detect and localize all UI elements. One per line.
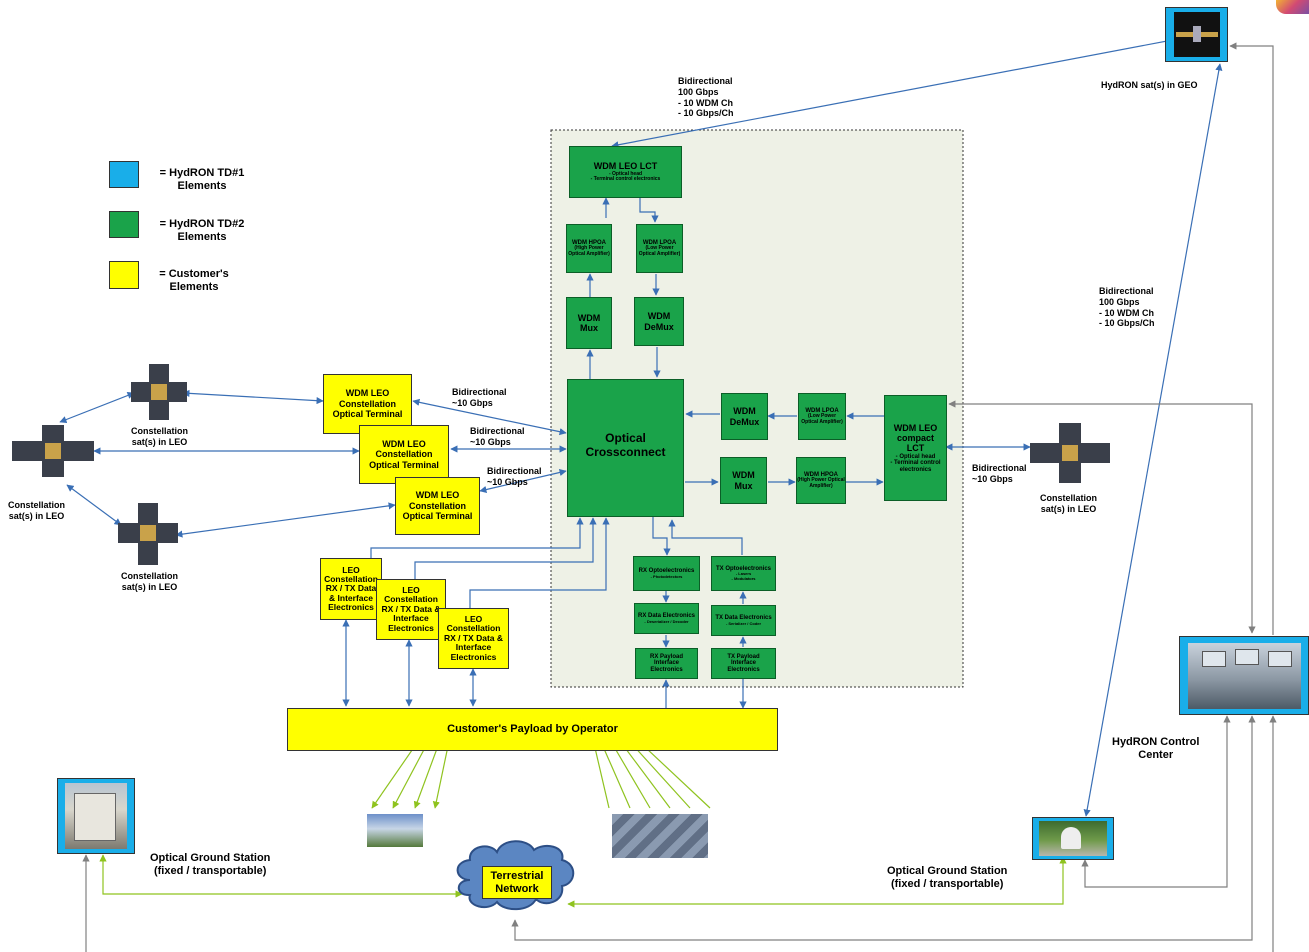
- ground-link-label: Bidirectional 100 Gbps - 10 WDM Ch - 10 …: [1099, 286, 1155, 329]
- geo-satellite-icon: [1165, 7, 1228, 62]
- leo-satellite-bottom-icon: [118, 503, 178, 565]
- constellation-label-left: Constellation sat(s) in LEO: [8, 500, 66, 521]
- wdm-leo-compact-lct: WDM LEO compact LCT - Optical head - Ter…: [884, 395, 947, 501]
- constellation-label-bottom: Constellation sat(s) in LEO: [121, 571, 179, 592]
- optical-crossconnect: Optical Crossconnect: [567, 379, 684, 517]
- control-center-image: [1179, 636, 1309, 715]
- rx-payload-interface: RX Payload Interface Electronics: [635, 648, 698, 679]
- tx-payload-interface: TX Payload Interface Electronics: [711, 648, 776, 679]
- optical-terminal-3: WDM LEO Constellation Optical Terminal: [395, 477, 480, 535]
- tx-data-electronics: TX Data Electronics - Serializer / Coder: [711, 605, 776, 636]
- leo-data-electronics-2: LEO Constellation RX / TX Data & Interfa…: [376, 579, 446, 640]
- wdm-lpoa-right: WDM LPOA (Low Power Optical Amplifier): [798, 393, 846, 440]
- leo-satellite-top-icon: [131, 364, 187, 420]
- bidir-label-1: Bidirectional ~10 Gbps: [452, 387, 507, 408]
- bidir-label-2: Bidirectional ~10 Gbps: [470, 426, 525, 447]
- legend-swatch-customer: [109, 261, 139, 289]
- wdm-mux-right: WDM Mux: [720, 457, 767, 504]
- user-terminals-image: [612, 814, 708, 858]
- constellation-label-top: Constellation sat(s) in LEO: [131, 426, 189, 447]
- rx-optoelectronics: RX Optoelectronics - Photodetectors: [633, 556, 700, 591]
- optical-ground-station-left-image: [57, 778, 135, 854]
- leo-satellite-left-icon: [12, 425, 94, 477]
- optical-ground-station-right-photo: [1032, 817, 1114, 860]
- leo-data-electronics-1: LEO Constellation RX / TX Data & Interfa…: [320, 558, 382, 620]
- legend-swatch-td2: [109, 211, 139, 238]
- ogs-label-left: Optical Ground Station (fixed / transpor…: [150, 852, 271, 878]
- bidir-label-4: Bidirectional ~10 Gbps: [972, 463, 1027, 484]
- terrestrial-network: Terrestrial Network: [482, 866, 552, 899]
- legend-label-td1: = HydRON TD#1 Elements: [159, 167, 245, 193]
- leo-data-electronics-3: LEO Constellation RX / TX Data & Interfa…: [438, 608, 509, 669]
- constellation-label-right: Constellation sat(s) in LEO: [1040, 493, 1098, 514]
- wdm-hpoa-left: WDM HPOA (High Power Optical Amplifier): [566, 224, 612, 273]
- ground-dishes-image: [367, 814, 423, 847]
- geo-link-label: Bidirectional 100 Gbps - 10 WDM Ch - 10 …: [678, 76, 734, 119]
- tx-optoelectronics: TX Optoelectronics - Lasers - Modulators: [711, 556, 776, 591]
- optical-terminal-2: WDM LEO Constellation Optical Terminal: [359, 425, 449, 484]
- wdm-leo-lct: WDM LEO LCT - Optical head - Terminal co…: [569, 146, 682, 198]
- bidir-label-3: Bidirectional ~10 Gbps: [487, 466, 542, 487]
- wdm-mux-left: WDM Mux: [566, 297, 612, 349]
- leo-satellite-right-icon: [1030, 423, 1110, 483]
- wdm-demux-left: WDM DeMux: [634, 297, 684, 346]
- control-links: [82, 42, 1277, 952]
- geo-sat-label: HydRON sat(s) in GEO: [1101, 80, 1198, 90]
- corner-logo: [1276, 0, 1309, 14]
- blue-links: [59, 35, 1223, 817]
- customer-payload-operator: Customer's Payload by Operator: [287, 708, 778, 751]
- wdm-lpoa-left: WDM LPOA (Low Power Optical Amplifier): [636, 224, 683, 273]
- control-center-label: HydRON Control Center: [1112, 736, 1200, 762]
- wdm-demux-right: WDM DeMux: [721, 393, 768, 440]
- wdm-hpoa-right: WDM HPOA (High Power Optical Amplifier): [796, 457, 846, 504]
- legend-label-td2: = HydRON TD#2 Elements: [159, 218, 245, 244]
- legend-label-customer: = Customer's Elements: [159, 268, 229, 294]
- legend-swatch-td1: [109, 161, 139, 188]
- ogs-label-right: Optical Ground Station (fixed / transpor…: [887, 865, 1008, 891]
- rx-data-electronics: RX Data Electronics - Deserializer / Dec…: [634, 603, 699, 634]
